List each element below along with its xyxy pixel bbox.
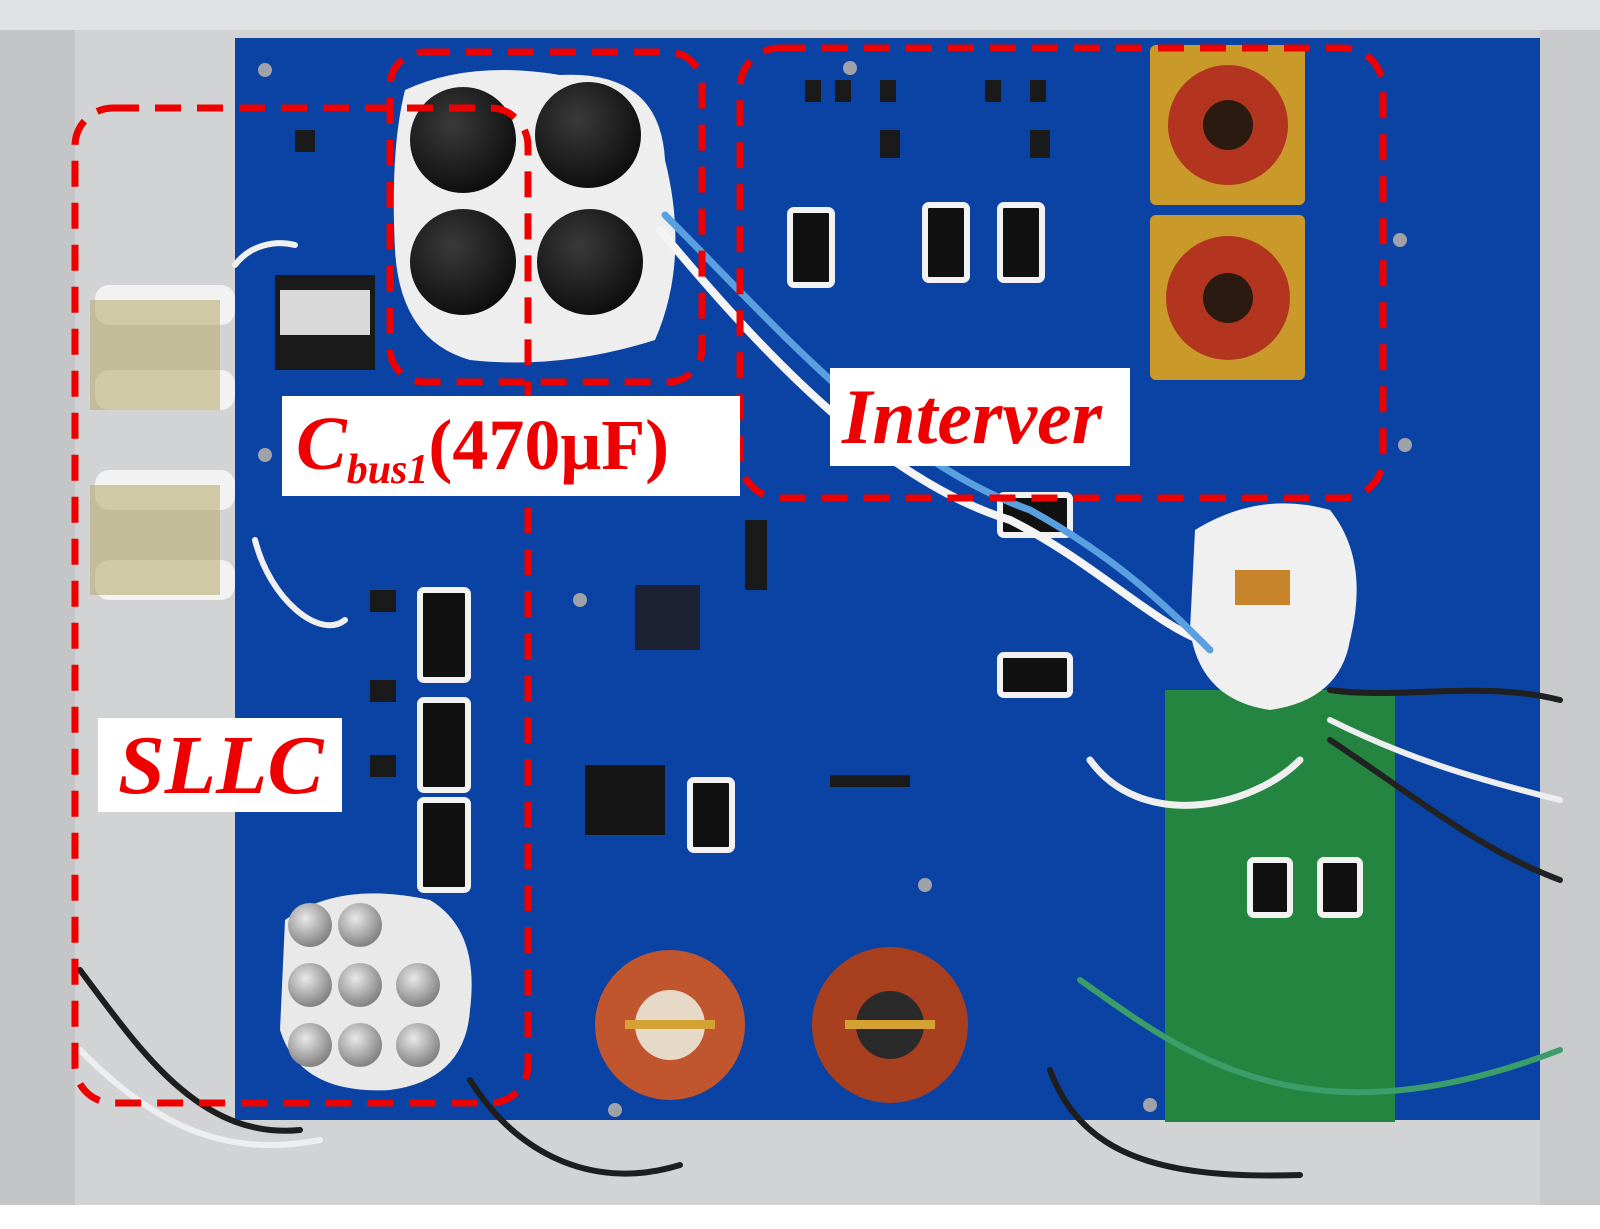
small-capacitor — [396, 963, 440, 1007]
power-switch — [687, 777, 735, 853]
small-capacitor-bank — [288, 903, 440, 1067]
smd-component — [805, 80, 821, 102]
small-capacitor — [338, 1023, 382, 1067]
smd-components — [295, 80, 1050, 787]
inverter-label: Interver — [830, 368, 1130, 466]
cbus-value: (470μF) — [428, 405, 670, 485]
mounting-screw — [1398, 438, 1412, 452]
toroidal-inductor-core — [1203, 100, 1253, 150]
cbus-subscript: bus1 — [346, 447, 429, 493]
power-switch — [417, 587, 471, 683]
small-capacitor — [338, 903, 382, 947]
small-capacitor — [396, 1023, 440, 1067]
small-capacitor — [288, 903, 332, 947]
enclosure-top-strip — [0, 0, 1600, 30]
inverter-region-box — [736, 44, 1387, 502]
smd-component — [835, 80, 851, 102]
sllc-region-box — [71, 104, 532, 1107]
toroidal-inductor-core — [1203, 273, 1253, 323]
power-switch — [417, 797, 471, 893]
bulk-capacitor — [537, 209, 643, 315]
mounting-screw — [918, 878, 932, 892]
smd-component — [985, 80, 1001, 102]
smd-component — [370, 680, 396, 702]
wire-white — [232, 240, 298, 268]
mounting-screw — [1393, 233, 1407, 247]
wire-white — [252, 537, 348, 629]
wire-black — [467, 1077, 683, 1177]
wire-white — [77, 1047, 323, 1149]
smd-component — [745, 520, 767, 590]
small-capacitor — [338, 963, 382, 1007]
mounting-screw — [258, 63, 272, 77]
cbus-symbol: C — [296, 402, 347, 486]
smd-component — [1030, 80, 1046, 102]
enclosure-bottom-strip — [0, 1205, 1600, 1229]
toroid-clamp — [845, 1020, 935, 1029]
mounting-screw — [573, 593, 587, 607]
wire-black — [1047, 1067, 1303, 1179]
power-switch — [922, 202, 970, 283]
rectifier-bridge — [585, 765, 665, 835]
smd-component — [295, 130, 315, 152]
power-switch — [997, 652, 1073, 698]
mounting-screw — [1143, 1098, 1157, 1112]
enclosure-right-frame — [1540, 0, 1600, 1229]
smd-component — [830, 775, 910, 787]
cbus-capacitance-label: Cbus1(470μF) — [282, 396, 740, 496]
wire-black — [1327, 737, 1563, 883]
relay-orange — [1235, 570, 1290, 605]
small-capacitor — [288, 963, 332, 1007]
smd-component — [880, 80, 896, 102]
smd-component — [1030, 130, 1050, 158]
smd-component — [370, 590, 396, 612]
microcontroller-chip — [635, 585, 700, 650]
wire-white — [1327, 717, 1563, 803]
wiring — [77, 211, 1563, 1179]
wire-black — [1327, 687, 1563, 703]
mounting-screw — [608, 1103, 622, 1117]
power-switch — [417, 697, 471, 793]
smd-component — [880, 130, 900, 158]
wire-white — [1086, 756, 1304, 809]
mounting-screws — [258, 61, 1412, 1117]
wire-white — [656, 226, 1204, 644]
power-switch — [1247, 857, 1293, 918]
small-capacitor — [288, 1023, 332, 1067]
wire-blue — [661, 211, 1214, 654]
smd-component — [370, 755, 396, 777]
power-switch — [997, 202, 1045, 283]
potted-connector-block — [1190, 503, 1357, 710]
enclosure-left-frame — [0, 0, 75, 1229]
power-switch — [1317, 857, 1363, 918]
bulk-capacitor — [410, 87, 516, 193]
mounting-screw — [258, 448, 272, 462]
terminal-bracket — [90, 300, 220, 410]
wire-black — [77, 967, 303, 1134]
bulk-capacitor — [535, 82, 641, 188]
terminal-bracket — [90, 485, 220, 595]
cbus-region-box — [386, 48, 706, 386]
mounting-screw — [843, 61, 857, 75]
sllc-label: SLLC — [98, 718, 342, 812]
power-switch — [787, 207, 835, 288]
annotation-boxes — [71, 44, 1387, 1107]
transformer-label — [280, 290, 370, 335]
toroid-clamp — [625, 1020, 715, 1029]
wire-green — [1077, 977, 1563, 1096]
bulk-capacitor — [410, 209, 516, 315]
